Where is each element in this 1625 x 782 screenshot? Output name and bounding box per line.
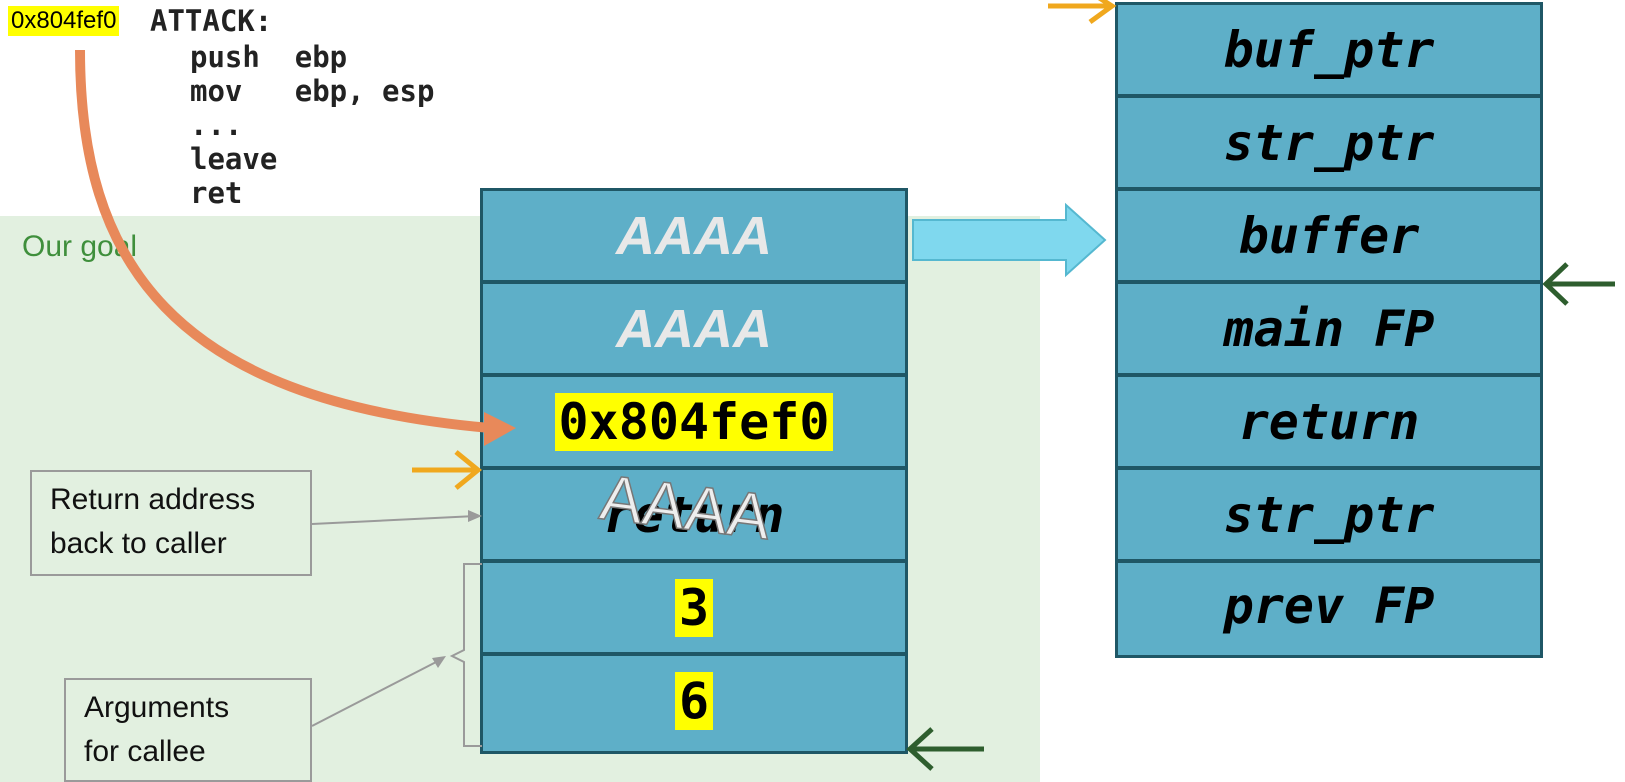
prev-fp-text: prev FP	[1223, 577, 1435, 635]
right-stack-cell-return: return	[1118, 377, 1540, 470]
left-stack-cell-return: return	[483, 470, 905, 563]
right-stack-cell-buffer: buffer	[1118, 191, 1540, 284]
aaaa-text: AAAA	[616, 205, 772, 266]
left-stack: AAAA AAAA 0x804fef0 return 3 6	[480, 188, 908, 754]
buf-ptr-text: buf_ptr	[1223, 20, 1435, 79]
left-stack-cell-aaaa-2: AAAA	[483, 284, 905, 377]
arguments-bracket	[449, 563, 482, 747]
left-stack-cell-aaaa-1: AAAA	[483, 191, 905, 284]
code-line-leave: leave	[190, 142, 278, 176]
code-line-ellipsis: ...	[190, 108, 243, 142]
callout-line: Return address	[50, 483, 256, 516]
left-stack-cell-injected-address: 0x804fef0	[483, 377, 905, 470]
str-ptr-text: str_ptr	[1223, 485, 1435, 544]
callout-line: back to caller	[50, 527, 227, 560]
code-line-ret: ret	[190, 176, 243, 210]
return-text: return	[603, 485, 785, 544]
left-stack-cell-arg-6: 6	[483, 656, 905, 745]
return-text: return	[1238, 392, 1420, 451]
arguments-callout: Arguments for callee	[64, 678, 312, 782]
arguments-callout-connector	[311, 659, 441, 727]
code-line-mov: mov ebp, esp	[190, 74, 435, 108]
curved-arrow-head	[484, 412, 516, 446]
right-stack-cell-str-ptr: str_ptr	[1118, 98, 1540, 191]
arg-value-6: 6	[674, 671, 714, 730]
buffer-text: buffer	[1238, 206, 1420, 265]
callout-line: for callee	[84, 735, 206, 768]
right-stack-cell-prev-fp: prev FP	[1118, 563, 1540, 649]
right-stack: buf_ptr str_ptr buffer main FP return st…	[1115, 2, 1543, 658]
right-stack-cell-buf-ptr: buf_ptr	[1118, 5, 1540, 98]
main-fp-text: main FP	[1223, 299, 1435, 358]
code-line-push: push ebp	[190, 40, 348, 74]
arg-value-3: 3	[674, 578, 714, 637]
block-arrow	[912, 202, 1107, 278]
return-address-callout: Return address back to caller	[30, 470, 312, 576]
return-callout-connector	[311, 515, 477, 525]
attack-address-label: 0x804fef0	[8, 6, 120, 36]
callout-line: Arguments	[84, 691, 230, 724]
str-ptr-text: str_ptr	[1223, 113, 1435, 172]
injected-address-text: 0x804fef0	[554, 392, 834, 451]
left-stack-cell-arg-3: 3	[483, 563, 905, 656]
right-stack-cell-str-ptr-2: str_ptr	[1118, 470, 1540, 563]
right-stack-cell-main-fp: main FP	[1118, 284, 1540, 377]
aaaa-text: AAAA	[616, 298, 772, 359]
curved-arrow	[75, 49, 491, 433]
attack-label: ATTACK:	[150, 4, 273, 38]
